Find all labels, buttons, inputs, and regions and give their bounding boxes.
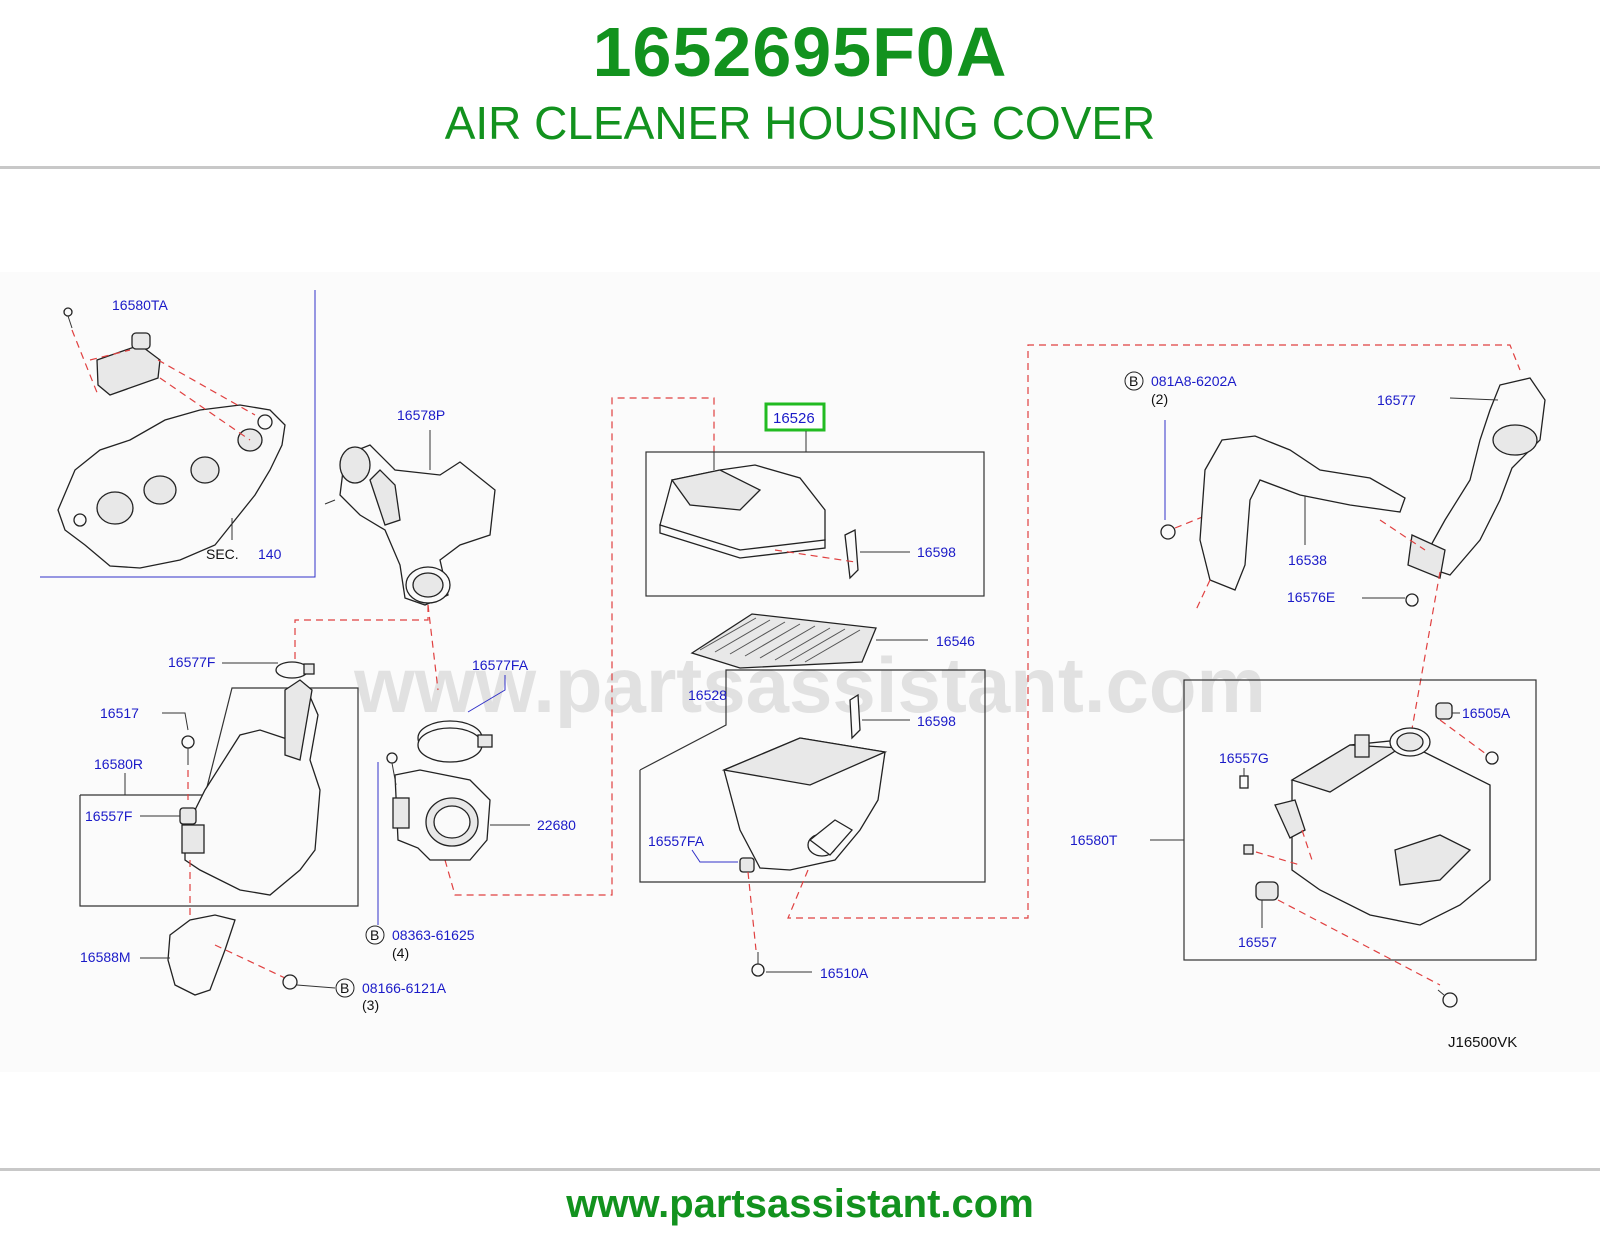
label-16510A: 16510A	[820, 965, 869, 981]
svg-text:B: B	[1129, 373, 1138, 389]
stud-16557G-icon	[1239, 775, 1249, 789]
label-16505A: 16505A	[1462, 705, 1511, 721]
label-16580T: 16580T	[1070, 832, 1118, 848]
label-16588M: 16588M	[80, 949, 131, 965]
part-number-title: 1652695F0A	[592, 13, 1008, 91]
bolt-08166-icon	[282, 974, 298, 990]
mass-airflow-22680: 22680	[392, 769, 576, 861]
screw-16505A-icon	[1485, 751, 1499, 765]
label-16598-bottom: 16598	[917, 713, 956, 729]
screw-16517-icon	[181, 735, 195, 749]
clip-16598-lower-icon	[849, 693, 861, 740]
duct-16577	[1407, 377, 1546, 579]
filter-element-16546: 16546	[690, 613, 975, 669]
label-16577FA: 16577FA	[472, 657, 529, 673]
bracket-16538-icon	[1199, 435, 1406, 591]
bolt-lower-right-icon	[1442, 992, 1458, 1008]
label-081A8-6202A: 081A8-6202A	[1151, 373, 1237, 389]
label-16557FA: 16557FA	[648, 833, 705, 849]
bolt-081A8-icon	[1160, 524, 1176, 540]
label-16557: 16557	[1238, 934, 1277, 950]
intake-manifold-section: 16580TA SEC. 140	[40, 290, 316, 578]
screw-icon	[63, 307, 73, 317]
label-sec-140: 140	[258, 546, 282, 562]
svg-text:B: B	[340, 980, 349, 996]
label-16577: 16577	[1377, 392, 1416, 408]
grommet-16557-icon	[1255, 881, 1279, 901]
b-marker-1	[365, 925, 385, 945]
footer-divider	[0, 1168, 1600, 1171]
label-16546: 16546	[936, 633, 975, 649]
qty-4: (4)	[392, 945, 409, 961]
label-16580TA: 16580TA	[112, 297, 168, 313]
label-16576E: 16576E	[1287, 589, 1335, 605]
bolt-08363-icon	[386, 752, 398, 764]
diagram-code: J16500VK	[1448, 1034, 1517, 1051]
cover-group-box	[645, 451, 985, 597]
qty-2: (2)	[1151, 391, 1168, 407]
b-marker-2	[335, 978, 355, 998]
air-cleaner-lower-body	[721, 737, 888, 871]
header-divider	[0, 166, 1600, 169]
bolt-16576E-icon	[1405, 593, 1419, 607]
label-16580R: 16580R	[94, 756, 143, 772]
filter-element-icon	[690, 613, 877, 669]
label-08166-6121A: 08166-6121A	[362, 980, 447, 996]
qty-3: (3)	[362, 997, 379, 1013]
resonator-group-box	[1183, 679, 1537, 961]
label-16598-top: 16598	[917, 544, 956, 560]
part-name-subtitle: AIR CLEANER HOUSING COVER	[444, 97, 1156, 149]
grommet-16557F-icon	[179, 807, 197, 825]
grommet-16557FA-icon	[739, 857, 755, 873]
label-16528: 16528	[688, 687, 727, 703]
label-16557G: 16557G	[1219, 750, 1269, 766]
clamp-16577F-icon	[275, 661, 309, 679]
resonator-16580T	[1290, 727, 1491, 926]
resonator-16580R: 16580R 16557F	[79, 679, 359, 907]
highlight-box-16526	[764, 402, 826, 432]
label-16526-highlighted: 16526	[773, 410, 815, 427]
label-08363-61625: 08363-61625	[392, 927, 475, 943]
bracket-16588M-icon	[167, 914, 236, 996]
label-16557F: 16557F	[85, 808, 132, 824]
clip-16598-icon	[844, 528, 859, 580]
nut-16557G-icon	[1243, 844, 1254, 855]
b-marker-3	[1124, 371, 1144, 391]
svg-text:B: B	[370, 927, 379, 943]
air-cleaner-cover-16526	[659, 452, 826, 559]
screw-16510A-icon	[751, 963, 765, 977]
label-sec: SEC.	[206, 546, 239, 562]
label-16578P: 16578P	[397, 407, 445, 423]
label-16577F: 16577F	[168, 654, 215, 670]
page-header: 1652695F0A AIR CLEANER HOUSING COVER	[0, 0, 1600, 168]
label-16517: 16517	[100, 705, 139, 721]
label-22680: 22680	[537, 817, 576, 833]
footer-url[interactable]: www.partsassistant.com	[566, 1182, 1034, 1226]
label-16538: 16538	[1288, 552, 1327, 568]
grommet-16505A-icon	[1435, 702, 1453, 720]
duct-16578P: 16578P	[324, 407, 496, 606]
